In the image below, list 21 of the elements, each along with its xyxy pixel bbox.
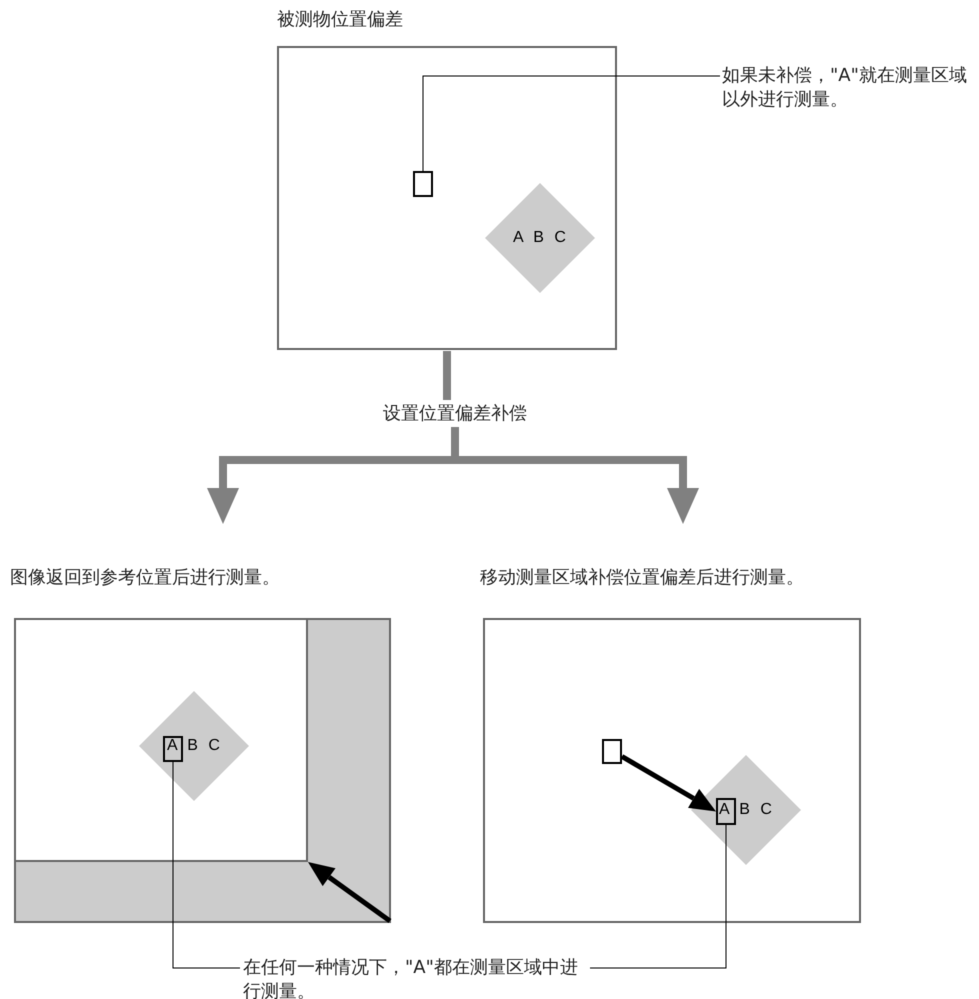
target-label: A B C	[719, 800, 775, 820]
target-label: A B C	[513, 228, 569, 248]
measurement-area-box	[602, 739, 622, 764]
image-frame	[277, 46, 617, 350]
measurement-area-box	[716, 798, 736, 825]
connector-line	[443, 351, 451, 400]
move-arrow	[308, 862, 392, 924]
leader-line	[422, 76, 720, 172]
camera-view-frame	[14, 618, 391, 923]
result-caption: 移动测量区域补偿位置偏差后进行测量。	[480, 566, 940, 590]
image-frame	[14, 618, 308, 862]
move-arrow	[620, 754, 716, 812]
image-frame	[483, 618, 861, 923]
result-caption: 图像返回到参考位置后进行测量。	[10, 566, 430, 590]
leader-line	[590, 824, 726, 968]
callout-text: 如果未补偿，"A"就在测量区域以外进行测量。	[722, 64, 977, 112]
title: 被测物位置偏差	[277, 8, 403, 32]
target-label: A B C	[167, 736, 223, 756]
measurement-area-box	[163, 736, 183, 762]
leader-line	[172, 762, 240, 968]
measurement-area-box	[413, 171, 433, 197]
